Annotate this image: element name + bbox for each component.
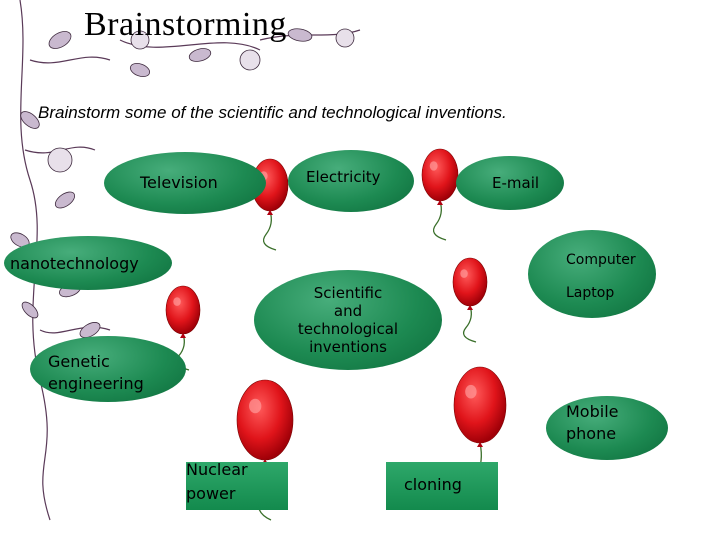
node-cloning: cloning (386, 462, 498, 510)
node-genetic-engineering: Genetic engineering (30, 336, 186, 402)
node-electricity-label: Electricity (306, 168, 381, 186)
center-node: Scientific and technological inventions (254, 270, 442, 370)
balloon-icon (421, 148, 459, 241)
page-title: Brainstorming (84, 6, 287, 43)
node-computer-laptop: Computer Laptop (528, 230, 656, 318)
node-nanotechnology-label: nanotechnology (10, 254, 139, 273)
page-subtitle: Brainstorm some of the scientific and te… (38, 103, 507, 122)
node-laptop-label: Laptop (566, 285, 615, 301)
node-email-label: E-mail (492, 174, 540, 192)
node-computer-label: Computer (566, 252, 636, 268)
center-label-3: technological (297, 320, 399, 338)
node-email: E-mail (456, 156, 564, 210)
center-label-1: Scientific (313, 284, 383, 302)
node-cloning-label: cloning (404, 475, 462, 494)
balloon-icon (452, 257, 488, 343)
node-genetic-label-2: engineering (48, 374, 144, 393)
center-label-4: inventions (309, 338, 387, 356)
node-genetic-label-1: Genetic (48, 352, 110, 371)
node-nuclear-label-2: power (186, 484, 236, 503)
node-television-label: Television (140, 173, 218, 192)
node-mobile-label-2: phone (566, 424, 617, 443)
node-electricity: Electricity (288, 150, 414, 212)
node-nuclear-power: Nuclear power (186, 462, 288, 510)
node-mobile-phone: Mobile phone (546, 396, 668, 460)
center-label-2: and (333, 302, 363, 320)
node-nuclear-label-1: Nuclear (186, 462, 248, 479)
node-television: Television (104, 152, 266, 214)
node-nanotechnology: nanotechnology (4, 236, 172, 290)
node-mobile-label-1: Mobile (566, 402, 619, 421)
balloon-icon (165, 285, 201, 371)
